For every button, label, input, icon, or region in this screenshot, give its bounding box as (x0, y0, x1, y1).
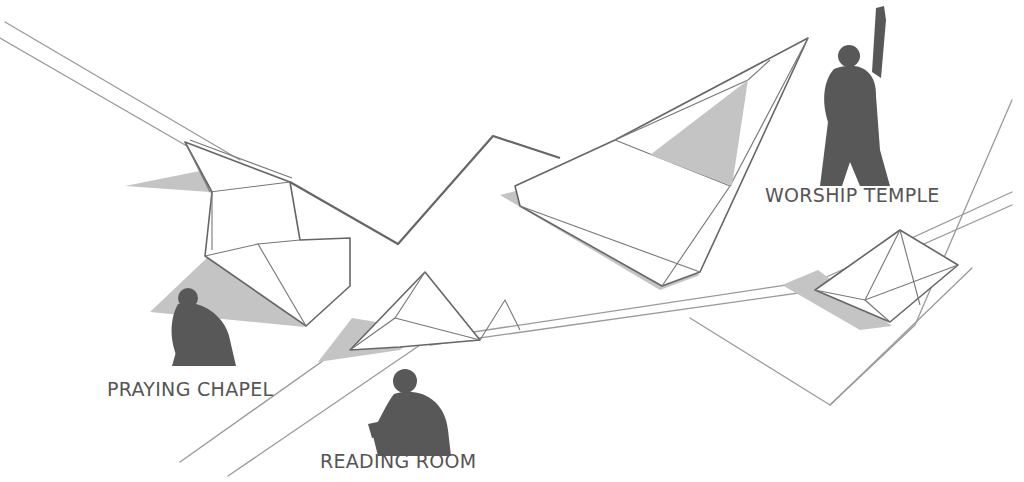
space-label: READING ROOM (320, 452, 477, 471)
space-label: PRAYING CHAPEL (107, 380, 273, 399)
space-label: WORSHIP TEMPLE (765, 186, 940, 205)
